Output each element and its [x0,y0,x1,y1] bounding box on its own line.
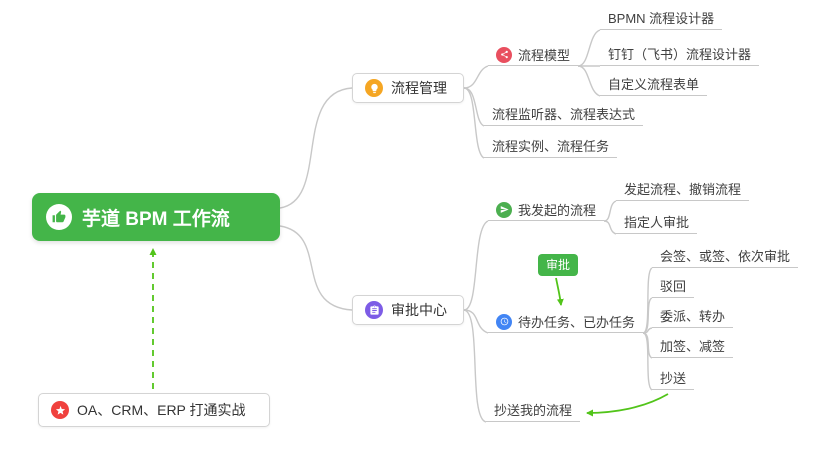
arrow-cc-to-ccmy [586,393,669,417]
topic-todo-done[interactable]: 待办任务、已办任务 [488,311,644,333]
root-topic[interactable]: 芋道 BPM 工作流 [32,193,280,241]
approval-relationship-badge[interactable]: 审批 [538,254,579,276]
topic-label: 钉钉（飞书）流程设计器 [608,47,752,62]
topic-label: 流程监听器、流程表达式 [492,107,636,122]
topic-cc[interactable]: 抄送 [652,369,695,390]
topic-dingtalk-designer[interactable]: 钉钉（飞书）流程设计器 [600,45,760,66]
topic-label: 抄送 [660,371,687,386]
topic-label: 指定人审批 [624,215,690,230]
topic-label: 抄送我的流程 [494,403,573,418]
topic-label: 流程实例、流程任务 [492,139,610,154]
topic-label: 加签、减签 [660,339,726,354]
bulb-icon [365,79,383,97]
assignment-icon [365,301,383,319]
topic-initiate-cancel[interactable]: 发起流程、撤销流程 [616,180,750,201]
topic-label: OA、CRM、ERP 打通实战 [77,402,246,418]
topic-label: 审批中心 [391,302,447,318]
topic-label: 会签、或签、依次审批 [660,249,791,264]
topic-label: 发起流程、撤销流程 [624,182,742,197]
topic-countersign[interactable]: 会签、或签、依次审批 [652,247,799,268]
send-icon [496,201,512,218]
topic-bpmn-designer[interactable]: BPMN 流程设计器 [600,9,723,30]
thumbs-up-icon [46,204,72,230]
topic-label: 待办任务、已办任务 [518,315,636,330]
root-topic-label: 芋道 BPM 工作流 [82,208,230,230]
topic-label: 委派、转办 [660,309,726,324]
topic-label: BPMN 流程设计器 [608,11,715,26]
topic-approval-center[interactable]: 审批中心 [352,295,464,325]
topic-delegate-transfer[interactable]: 委派、转办 [652,307,734,328]
topic-label: 驳回 [660,279,687,294]
arrow-badge-to-todo [555,277,564,306]
topic-listener-expression[interactable]: 流程监听器、流程表达式 [484,105,644,126]
topic-custom-form[interactable]: 自定义流程表单 [600,75,708,96]
topic-process-model[interactable]: 流程模型 [488,44,579,66]
topic-label: 流程管理 [391,80,447,96]
topic-label: 自定义流程表单 [608,77,700,92]
topic-process-management[interactable]: 流程管理 [352,73,464,103]
share-icon [496,46,512,63]
topic-oa-crm-erp[interactable]: OA、CRM、ERP 打通实战 [38,393,270,427]
topic-reject[interactable]: 驳回 [652,277,695,298]
topic-add-remove-sign[interactable]: 加签、减签 [652,337,734,358]
topic-instance-task[interactable]: 流程实例、流程任务 [484,137,618,158]
topic-label: 流程模型 [518,48,571,63]
topic-label: 我发起的流程 [518,203,597,218]
topic-assignee-approval[interactable]: 指定人审批 [616,213,698,234]
topic-my-initiated[interactable]: 我发起的流程 [488,199,605,221]
star-icon [51,401,69,419]
topic-cc-my-process[interactable]: 抄送我的流程 [486,401,581,422]
clock-icon [496,313,512,330]
